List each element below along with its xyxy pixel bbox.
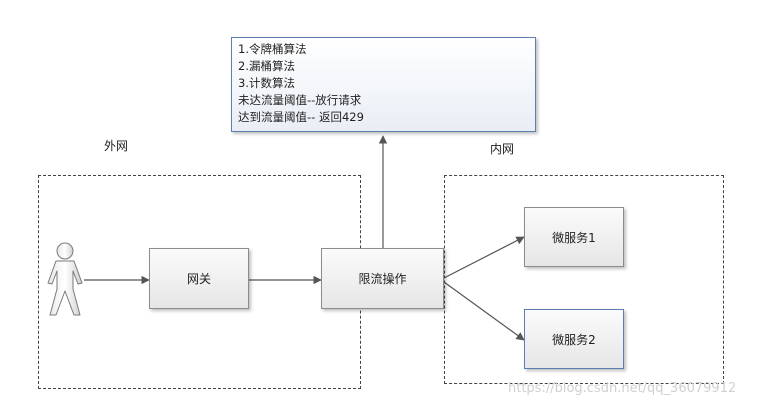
rate-limit-algorithms-note: 1.令牌桶算法 2.漏桶算法 3.计数算法 未达流量阈值--放行请求 达到流量阈… [231, 37, 536, 132]
watermark: https://blog.csdn.net/qq_36079912 [508, 381, 737, 396]
rate-limit-node: 限流操作 [321, 248, 444, 309]
note-line: 未达流量阈值--放行请求 [238, 93, 362, 107]
microservice-2-node: 微服务2 [524, 309, 624, 369]
arrow-ratelimit-to-service2 [443, 281, 525, 341]
rate-limit-label: 限流操作 [358, 272, 407, 286]
external-network-label: 外网 [104, 139, 129, 153]
note-line: 1.令牌桶算法 [238, 42, 307, 56]
internal-network-region [444, 175, 724, 384]
microservice-1-node: 微服务1 [524, 207, 624, 267]
note-line: 2.漏桶算法 [238, 59, 295, 73]
arrow-ratelimit-to-service1 [443, 236, 525, 279]
note-line: 3.计数算法 [238, 76, 295, 90]
user-icon [47, 242, 83, 316]
gateway-label: 网关 [186, 272, 211, 286]
microservice-1-label: 微服务1 [552, 230, 596, 245]
microservice-2-label: 微服务2 [552, 332, 596, 347]
note-line: 达到流量阈值-- 返回429 [238, 110, 364, 124]
gateway-node: 网关 [149, 248, 249, 309]
internal-network-label: 内网 [490, 142, 515, 156]
